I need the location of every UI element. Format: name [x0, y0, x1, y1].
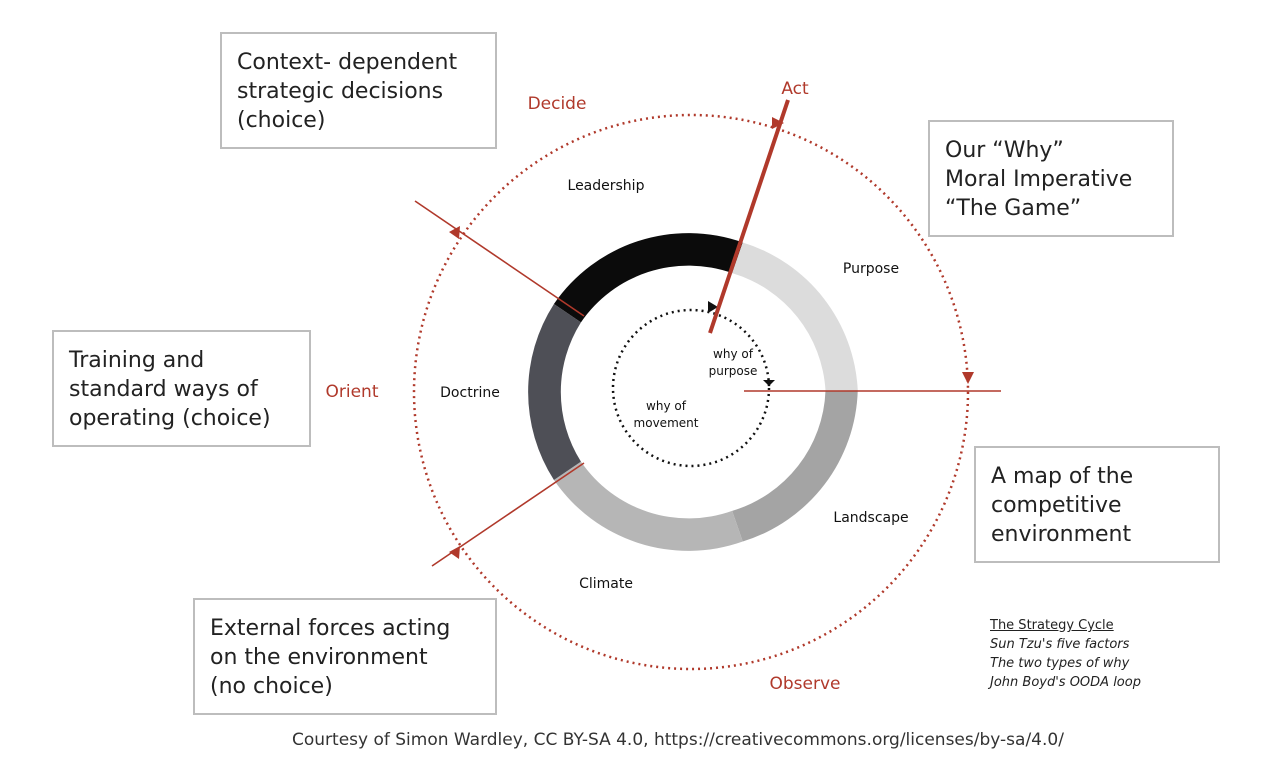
ring-landscape: [732, 390, 858, 542]
legend-line: Sun Tzu's five factors: [990, 637, 1130, 652]
why-annotation-line: “The Game”: [945, 196, 1082, 221]
strategy-cycle-legend: The Strategy Cycle Sun Tzu's five factor…: [990, 616, 1141, 692]
why-annotation-line: Moral Imperative: [945, 167, 1133, 192]
label-purpose: Purpose: [843, 261, 899, 277]
ooda-loop-circle: [412, 113, 970, 671]
arrow-orient-decide: [449, 226, 460, 239]
ring-doctrine: [528, 303, 581, 481]
legend-line: The two types of why: [990, 656, 1130, 671]
why-arrow-top: [708, 301, 718, 313]
decide-annotation-line: strategic decisions: [237, 79, 444, 104]
why-loop-circle: [611, 308, 771, 468]
why-arrow-right: [763, 380, 775, 386]
why-annotation-line: Our “Why”: [945, 138, 1064, 163]
map-annotation-line: A map of the: [991, 464, 1134, 489]
legend-title: The Strategy Cycle: [990, 618, 1114, 633]
map-annotation-box: A map of the competitive environment: [974, 446, 1220, 563]
orient-annotation-box: Training and standard ways of operating …: [52, 330, 311, 447]
decide-orient-line: [414, 200, 585, 317]
orient-annotation-line: standard ways of: [69, 377, 258, 402]
label-why-of-movement-1: why of: [646, 399, 687, 413]
forces-annotation-line: (no choice): [210, 674, 333, 699]
arrow-observe-orient: [449, 546, 460, 559]
label-landscape: Landscape: [833, 510, 908, 526]
ring-purpose: [732, 242, 858, 391]
ring-leadership: [553, 233, 743, 323]
attribution-credit: Courtesy of Simon Wardley, CC BY-SA 4.0,…: [292, 730, 1064, 750]
why-annotation-box: Our “Why” Moral Imperative “The Game”: [928, 120, 1174, 237]
label-climate: Climate: [579, 576, 633, 592]
orient-annotation-line: operating (choice): [69, 406, 271, 431]
legend-line: John Boyd's OODA loop: [990, 675, 1141, 690]
decide-annotation-line: (choice): [237, 108, 326, 133]
forces-annotation-line: on the environment: [210, 645, 428, 670]
label-why-of-movement-2: movement: [634, 416, 699, 430]
decide-annotation-box: Context- dependent strategic decisions (…: [220, 32, 497, 149]
ring-climate: [553, 461, 743, 551]
forces-annotation-box: External forces acting on the environmen…: [193, 598, 497, 715]
map-annotation-line: competitive: [991, 493, 1122, 518]
arrow-decide-act: [772, 117, 784, 129]
label-observe: Observe: [770, 674, 841, 694]
label-leadership: Leadership: [568, 178, 645, 194]
decide-annotation-line: Context- dependent: [237, 50, 458, 75]
orient-annotation-line: Training and: [69, 348, 205, 373]
label-orient: Orient: [326, 382, 379, 402]
label-why-of-purpose-1: why of: [713, 347, 754, 361]
label-why-of-purpose-2: purpose: [709, 364, 758, 378]
forces-annotation-line: External forces acting: [210, 616, 451, 641]
act-line: [708, 99, 790, 334]
arrow-act-observe: [962, 372, 974, 384]
label-doctrine: Doctrine: [440, 385, 500, 401]
map-annotation-line: environment: [991, 522, 1132, 547]
label-decide: Decide: [528, 94, 587, 114]
label-act: Act: [781, 79, 809, 99]
